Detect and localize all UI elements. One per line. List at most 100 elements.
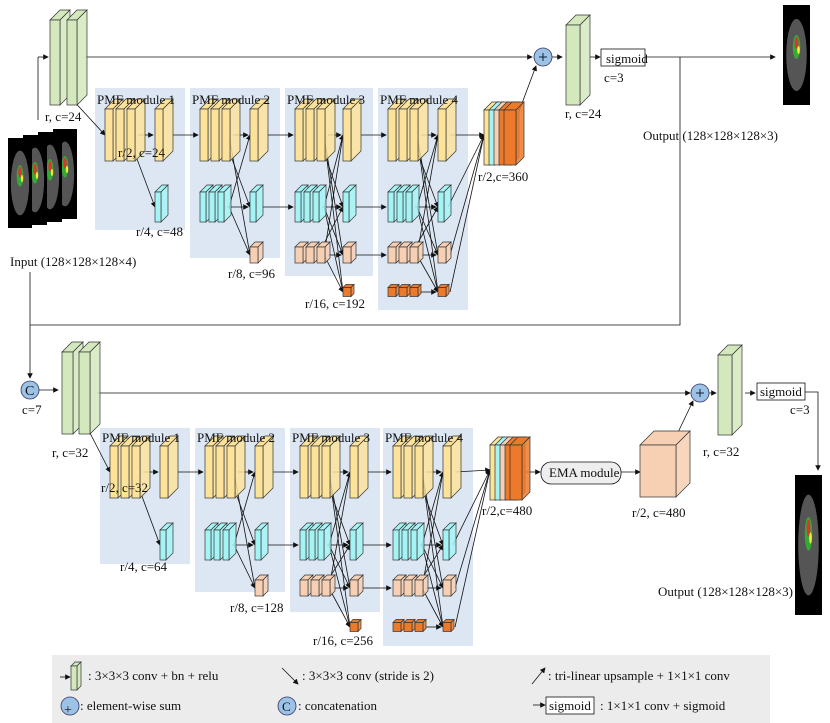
conv-block [409, 283, 422, 298]
concat-block [503, 101, 525, 166]
conv-block [316, 241, 331, 264]
fused-block [342, 98, 362, 162]
fused-block [437, 98, 457, 162]
module-title: PMF module 3 [292, 430, 370, 445]
scale-label: r/2, c=24 [118, 145, 166, 160]
fused-block [249, 184, 264, 223]
legend-concat-icon [277, 696, 297, 716]
connection-arrow [421, 587, 444, 628]
output-label: Output (128×128×128×3) [658, 584, 793, 599]
module-title: PMF module 4 [380, 92, 459, 107]
conv-block [409, 241, 424, 264]
output-label: Output (128×128×128×3) [643, 128, 778, 143]
concat-label: r/2,c=360 [478, 169, 528, 184]
scale-label: r/8, c=128 [230, 600, 284, 615]
ema-out-label: r/2, c=480 [632, 505, 686, 520]
conv-block [387, 283, 400, 298]
scale-label: r/4, c=48 [136, 224, 183, 239]
sigmoid-box-text: sigmoid [606, 51, 648, 66]
fused-block [159, 435, 179, 499]
scale-label: r/16, c=192 [305, 296, 365, 311]
legend-sum-text: : element-wise sum [80, 698, 181, 713]
conv-block [312, 184, 327, 223]
fused-block [349, 618, 362, 633]
tumor-enhancing [797, 46, 800, 54]
conv-block [405, 184, 420, 223]
module-title: PMF module 4 [385, 430, 464, 445]
fused-block [437, 241, 452, 264]
scale-label: r/8, c=96 [228, 266, 276, 281]
connection-arrow [447, 134, 485, 208]
connection-arrow [452, 469, 491, 546]
out-block-label: r, c=32 [703, 444, 739, 459]
fused-block [437, 283, 450, 298]
fused-block [159, 522, 174, 561]
connection-arrow [449, 134, 486, 256]
sigmoid-box [756, 382, 806, 401]
fused-block [437, 184, 452, 223]
connection-arrow [421, 544, 444, 589]
output-conv-block [717, 344, 743, 436]
module-title: PMF module 2 [192, 92, 270, 107]
stem-label: r, c=24 [45, 109, 82, 124]
connection-arrow [323, 134, 345, 208]
conv-block [316, 98, 336, 162]
conv-block [392, 618, 405, 633]
stem-conv-block [78, 341, 101, 435]
conv-block [403, 618, 416, 633]
stride-conv-arrow [89, 432, 111, 473]
fused-block [442, 618, 455, 633]
conv-block [321, 574, 336, 597]
stem-label: r, c=32 [52, 445, 88, 460]
channel-label: c=3 [790, 402, 810, 417]
legend-sigmoid-text: : 1×1×1 conv + sigmoid [600, 698, 726, 713]
conv-block [131, 435, 151, 499]
connection-arrow [449, 134, 486, 293]
connection-arrow [454, 469, 492, 628]
concat-channel-label: c=7 [22, 402, 42, 417]
fused-block [349, 574, 364, 597]
connection-arrow [228, 134, 252, 208]
tumor-enhancing [35, 171, 39, 180]
concat-block [509, 436, 531, 501]
module-title: PMF module 1 [102, 430, 180, 445]
connection-arrow [233, 471, 257, 546]
tumor-enhancing [809, 532, 812, 544]
conv-block [222, 522, 237, 561]
legend-sigmoid-box [545, 696, 595, 715]
tumor-core [794, 37, 799, 49]
scale-label: r/4, c=64 [120, 559, 168, 574]
tumor-enhancing [65, 165, 69, 174]
tumor-core [18, 166, 22, 178]
feedback-arrow [27, 57, 681, 379]
connection-arrow [281, 667, 299, 685]
connection-arrow [328, 544, 351, 589]
conv-block [321, 435, 341, 499]
concat-label: r/2,c=480 [482, 503, 532, 518]
tumor-core [63, 157, 67, 169]
out-block-label: r, c=24 [565, 106, 602, 121]
sigmoid-box-text: sigmoid [760, 384, 802, 399]
conv-block [398, 283, 411, 298]
tumor-core [806, 519, 811, 537]
ema-output-block [639, 430, 691, 498]
fused-block [254, 435, 274, 499]
conv-block [317, 522, 332, 561]
ema-module-text: EMA module [549, 465, 620, 480]
legend-upsample-text: : tri-linear upsample + 1×1×1 conv [548, 668, 730, 683]
sigmoid-box [600, 48, 646, 67]
tumor-core [33, 163, 37, 175]
legend-concat-symbol: C [282, 699, 291, 714]
conv-block [414, 574, 429, 597]
fused-block [342, 241, 357, 264]
conv-block [126, 98, 146, 162]
module-title: PMF module 3 [287, 92, 365, 107]
connection-arrow [328, 544, 352, 628]
connection-arrow [531, 667, 546, 685]
fused-block [342, 184, 357, 223]
fused-block [249, 98, 269, 162]
tumor-core [48, 160, 52, 172]
connection-arrow [233, 544, 256, 589]
legend-sum-icon [60, 696, 80, 716]
